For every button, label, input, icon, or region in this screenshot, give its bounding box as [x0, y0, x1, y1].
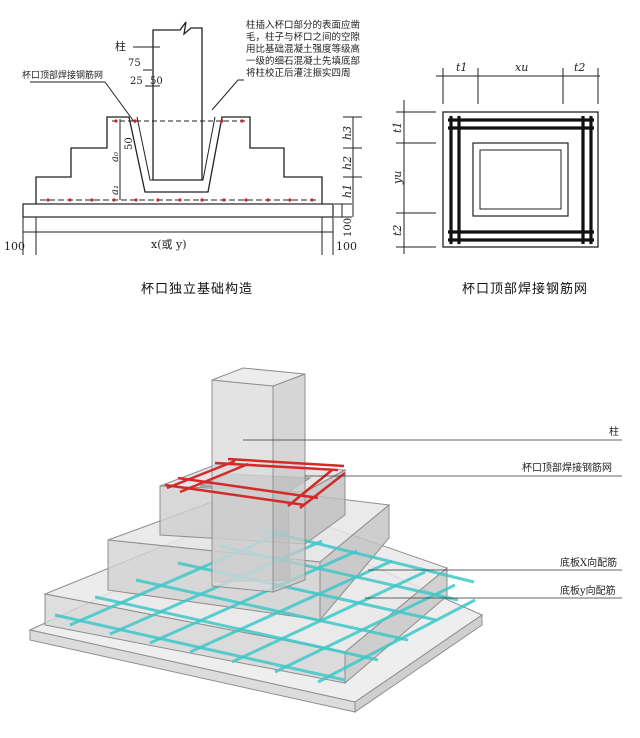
- foundation-outline: [35, 116, 323, 204]
- plan-mesh-bars: [448, 116, 594, 244]
- dim-h3: h3: [341, 126, 354, 140]
- iso-label-y-rebar: 底板y向配筋: [560, 584, 616, 597]
- plan-dim-t2-left: t2: [391, 225, 404, 236]
- leader-line: [211, 79, 244, 111]
- plan-dim-xu: xu: [515, 61, 528, 74]
- dim-100-bottom: 100: [343, 218, 354, 237]
- plan-cup-outer: [472, 142, 569, 217]
- note-line: 柱插入杯口部分的表面应凿: [246, 19, 361, 31]
- dim-h1: h1: [341, 184, 354, 198]
- plan-view: [442, 111, 599, 248]
- iso-label-column: 柱: [609, 425, 619, 438]
- iso-column-top: [211, 367, 306, 387]
- plan-dim-yu: yu: [391, 171, 404, 185]
- iso-label-top-mesh: 杯口顶部焊接钢筋网: [522, 461, 612, 474]
- dim-a1: a₁: [110, 185, 121, 195]
- caption-plan: 杯口顶部焊接钢筋网: [462, 281, 588, 297]
- iso-label-x-rebar: 底板X向配筋: [560, 556, 617, 569]
- dim-25: 25: [130, 76, 143, 87]
- note-line: 毛，柱子与杯口之间的空隙: [246, 31, 361, 43]
- label-top-mesh-section: 杯口顶部焊接钢筋网: [22, 69, 103, 81]
- dim-a0: a₀: [110, 152, 121, 162]
- rebar-dots: [46, 119, 314, 202]
- note-line: 一级的细石混凝土先填底部: [246, 55, 360, 67]
- dim-75: 75: [128, 58, 141, 69]
- cup-inner: [136, 116, 216, 181]
- dim-50-side: 50: [124, 137, 135, 150]
- iso-slab-right: [354, 614, 483, 713]
- dim-50-top: 50: [150, 76, 163, 87]
- base-slab: [22, 203, 334, 218]
- construction-note: 柱插入杯口部分的表面应凿 毛，柱子与杯口之间的空隙 用比基础混凝土强度等级高 一…: [246, 19, 361, 79]
- plan-cup-inner: [479, 149, 562, 210]
- plan-dimensions: [396, 68, 600, 254]
- plan-dim-t2-top: t2: [574, 61, 585, 74]
- iso-top-mesh: [164, 457, 346, 509]
- dim-100-left: 100: [4, 240, 25, 253]
- vertical-dimensions: [343, 116, 362, 217]
- iso-column: [211, 367, 306, 593]
- plan-outline: [442, 111, 599, 248]
- dim-h2: h2: [341, 156, 354, 170]
- dim-x: x(或 y): [151, 238, 187, 251]
- leader-line: [30, 81, 136, 124]
- caption-section: 杯口独立基础构造: [141, 282, 253, 297]
- note-line: 用比基础混凝土强度等级高: [246, 43, 360, 55]
- column-outline: [152, 21, 203, 181]
- note-line: 将柱校正后灌注振实四周: [246, 67, 351, 79]
- label-column-section: 柱: [115, 39, 126, 53]
- dim-100-right: 100: [336, 240, 357, 253]
- plan-dim-t1-left: t1: [391, 122, 404, 133]
- iso-leaders: [243, 439, 622, 599]
- plan-dim-t1-top: t1: [456, 61, 467, 74]
- iso-tier2-right: [319, 503, 390, 622]
- iso-column-side: [272, 373, 306, 593]
